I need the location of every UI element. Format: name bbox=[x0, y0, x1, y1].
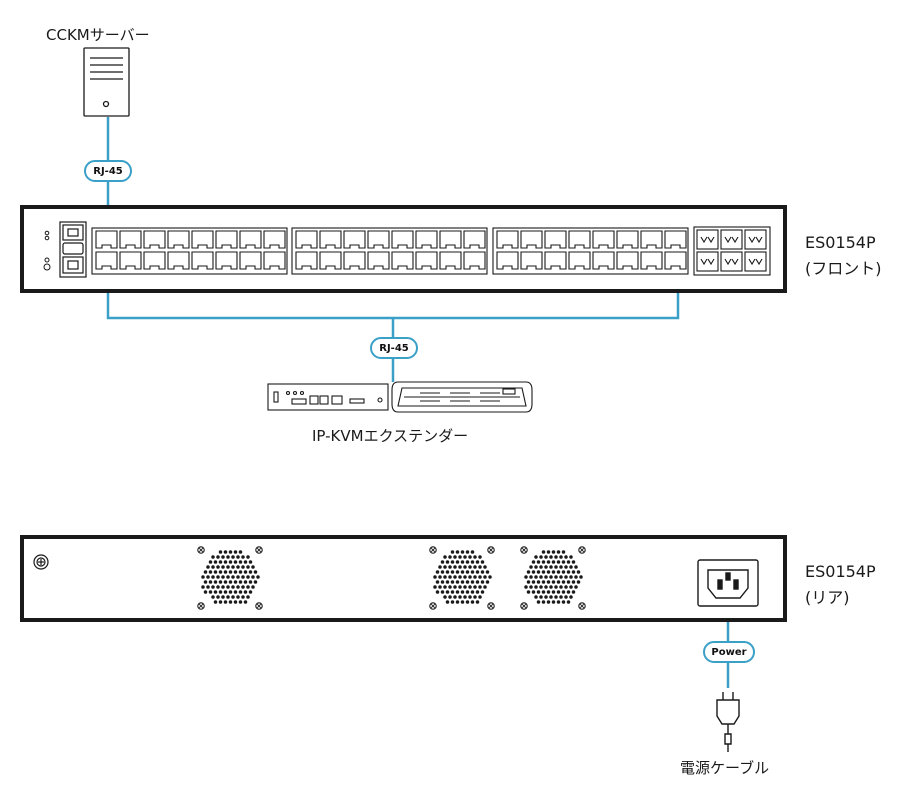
rj45-port-icon bbox=[439, 230, 462, 249]
power-cable-label: 電源ケーブル bbox=[680, 759, 770, 777]
rj45-badge-bottom: RJ-45 bbox=[370, 337, 418, 359]
rj45-port-icon bbox=[239, 251, 262, 270]
rj45-port-icon bbox=[143, 230, 166, 249]
rj45-port-icon bbox=[544, 251, 567, 270]
rj45-port-icon bbox=[215, 230, 238, 249]
sfp-port-block bbox=[693, 226, 771, 276]
rear-model-label: ES0154P bbox=[805, 562, 876, 581]
rj45-port-icon bbox=[215, 251, 238, 270]
rj45-port-icon bbox=[319, 251, 342, 270]
rj45-port-icon bbox=[640, 230, 663, 249]
sfp-port-icon bbox=[744, 251, 767, 272]
rj45-port-icon bbox=[640, 251, 663, 270]
front-panel bbox=[20, 205, 787, 293]
sfp-port-icon bbox=[720, 251, 743, 272]
rj45-port-icon bbox=[439, 251, 462, 270]
rj45-port-icon bbox=[616, 230, 639, 249]
rj45-port-icon bbox=[295, 251, 318, 270]
front-model-label: ES0154P bbox=[805, 233, 876, 252]
fan-grille-icon bbox=[197, 546, 263, 610]
rj45-port-icon bbox=[167, 230, 190, 249]
rj45-port-icon bbox=[191, 251, 214, 270]
rj45-port-icon bbox=[520, 230, 543, 249]
rj45-port-icon bbox=[119, 251, 142, 270]
rj45-port-icon bbox=[95, 251, 118, 270]
rj45-port-icon bbox=[167, 251, 190, 270]
rear-view-label: (リア) bbox=[805, 588, 850, 607]
rj45-port-icon bbox=[295, 230, 318, 249]
rj45-port-icon bbox=[143, 251, 166, 270]
rj45-port-icon bbox=[616, 251, 639, 270]
front-view-label: (フロント) bbox=[805, 259, 882, 278]
rj45-port-icon bbox=[496, 230, 519, 249]
rj45-port-icon bbox=[319, 230, 342, 249]
rj45-port-icon bbox=[343, 251, 366, 270]
rj45-port-icon bbox=[367, 251, 390, 270]
rj45-port-icon bbox=[544, 230, 567, 249]
rear-panel bbox=[20, 535, 787, 622]
rj45-port-icon bbox=[415, 230, 438, 249]
rj45-port-banks bbox=[91, 227, 689, 275]
rj45-port-icon bbox=[664, 251, 687, 270]
rj45-port-icon bbox=[119, 230, 142, 249]
management-ports bbox=[59, 221, 87, 278]
fan-grille-icon bbox=[429, 546, 495, 610]
power-inlet-icon bbox=[697, 559, 759, 607]
status-led-icon bbox=[43, 230, 51, 271]
rj45-port-icon bbox=[239, 230, 262, 249]
rj45-port-icon bbox=[367, 230, 390, 249]
sfp-port-icon bbox=[720, 229, 743, 250]
rj45-port-icon bbox=[463, 230, 486, 249]
rj45-port-icon bbox=[664, 230, 687, 249]
extender-label: IP-KVMエクステンダー bbox=[312, 427, 469, 445]
rj45-port-icon bbox=[391, 230, 414, 249]
power-badge: Power bbox=[703, 641, 755, 663]
rj45-port-icon bbox=[263, 230, 286, 249]
ground-screw-icon bbox=[33, 554, 49, 570]
sfp-port-icon bbox=[744, 229, 767, 250]
sfp-port-icon bbox=[696, 229, 719, 250]
fan-grilles bbox=[197, 546, 586, 610]
power-plug-icon bbox=[716, 692, 740, 752]
rj45-port-icon bbox=[592, 230, 615, 249]
server-label: CCKMサーバー bbox=[46, 26, 150, 44]
kvm-extender-icon bbox=[267, 381, 533, 413]
rj45-port-icon bbox=[568, 230, 591, 249]
rj45-port-icon bbox=[391, 251, 414, 270]
rj45-port-icon bbox=[463, 251, 486, 270]
fan-grille-icon bbox=[520, 546, 586, 610]
rj45-port-icon bbox=[343, 230, 366, 249]
server-tower-icon bbox=[83, 47, 130, 117]
rj45-port-icon bbox=[592, 251, 615, 270]
rj45-port-icon bbox=[568, 251, 591, 270]
sfp-port-icon bbox=[696, 251, 719, 272]
rj45-port-icon bbox=[415, 251, 438, 270]
rj45-port-icon bbox=[191, 230, 214, 249]
rj45-port-icon bbox=[496, 251, 519, 270]
rj45-badge-top: RJ-45 bbox=[84, 160, 132, 182]
rj45-port-icon bbox=[263, 251, 286, 270]
rj45-port-icon bbox=[95, 230, 118, 249]
rj45-port-icon bbox=[520, 251, 543, 270]
